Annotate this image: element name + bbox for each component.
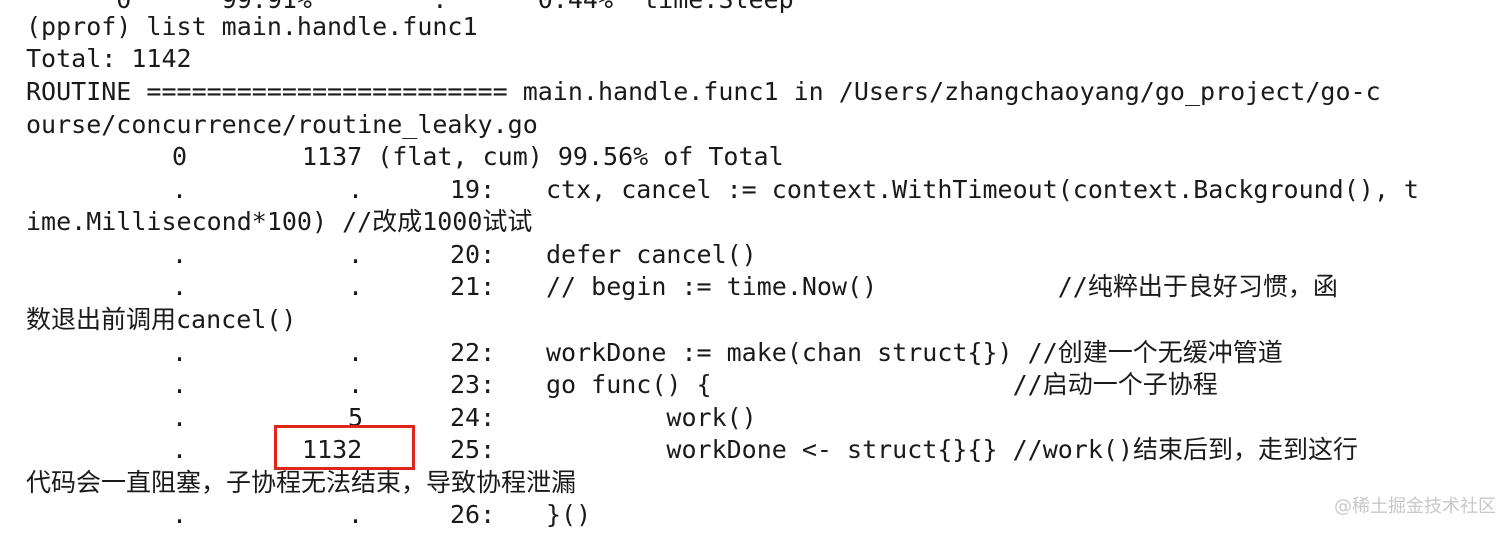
source-row: . . 19: ctx, cancel := context.WithTimeo…: [26, 174, 1419, 206]
source-code: work(): [546, 403, 757, 432]
source-continuation: 代码会一直阻塞，子协程无法结束，导致协程泄漏: [26, 468, 577, 497]
source-row-highlighted: . 1132 25: workDone <- struct{}{} //work…: [26, 434, 1358, 466]
source-code: workDone := make(chan struct{}) //创建一个无缓…: [546, 338, 1283, 367]
source-row: . . 23: go func() { //启动一个子协程: [26, 369, 1218, 401]
source-continuation: ime.Millisecond*100) //改成1000试试: [26, 207, 533, 236]
line-number: 21:: [450, 272, 496, 301]
source-row: . . 21: // begin := time.Now() //纯粹出于良好习…: [26, 271, 1338, 303]
source-code: defer cancel(): [546, 240, 757, 269]
routine-header-continuation: ourse/concurrence/routine_leaky.go: [26, 110, 538, 139]
line-number: 23:: [450, 370, 496, 399]
cum-value: .: [348, 240, 364, 269]
source-row: . . 22: workDone := make(chan struct{}) …: [26, 337, 1283, 369]
cum-value: 5: [348, 403, 364, 432]
summary-flat: 0: [172, 142, 188, 171]
watermark: @稀土掘金技术社区: [1334, 496, 1496, 517]
source-code: }(): [546, 500, 592, 529]
line-number: 22:: [450, 338, 496, 367]
flat-value: .: [172, 175, 188, 204]
flat-value: .: [172, 272, 188, 301]
line-number: 24:: [450, 403, 496, 432]
line-number: 19:: [450, 175, 496, 204]
cum-value: .: [348, 500, 364, 529]
flat-value: .: [172, 435, 188, 464]
source-row: . . 20: defer cancel(): [26, 239, 757, 271]
partial-top-line: 0 99.91% . 0.44% time.Sleep: [26, 0, 793, 16]
cum-value: .: [348, 272, 364, 301]
line-number: 25:: [450, 435, 496, 464]
line-number: 20:: [450, 240, 496, 269]
source-code: workDone <- struct{}{} //work()结束后到，走到这行: [546, 435, 1359, 464]
red-highlight-box: [274, 425, 415, 470]
flat-value: .: [172, 240, 188, 269]
pprof-command-line: (pprof) list main.handle.func1: [26, 12, 478, 41]
source-continuation: 数退出前调用cancel(): [26, 305, 297, 334]
source-code: go func() { //启动一个子协程: [546, 370, 1218, 399]
total-line: Total: 1142: [26, 44, 192, 73]
source-code: ctx, cancel := context.WithTimeout(conte…: [546, 175, 1419, 204]
flat-value: .: [172, 338, 188, 367]
flat-value: .: [172, 370, 188, 399]
routine-header-line: ROUTINE ======================== main.ha…: [26, 77, 1381, 106]
line-number: 26:: [450, 500, 496, 529]
source-row: . 5 24: work(): [26, 402, 757, 434]
summary-cum: 1137 (flat, cum) 99.56% of Total: [302, 142, 784, 171]
cum-value: .: [348, 175, 364, 204]
source-row: . . 26: }(): [26, 499, 591, 531]
cum-value-highlighted: 1132: [302, 435, 363, 464]
flat-value: .: [172, 500, 188, 529]
cum-value: .: [348, 338, 364, 367]
flat-value: .: [172, 403, 188, 432]
summary-row: 0 1137 (flat, cum) 99.56% of Total: [26, 141, 784, 173]
source-code: // begin := time.Now() //纯粹出于良好习惯，函: [546, 272, 1338, 301]
cum-value: .: [348, 370, 364, 399]
